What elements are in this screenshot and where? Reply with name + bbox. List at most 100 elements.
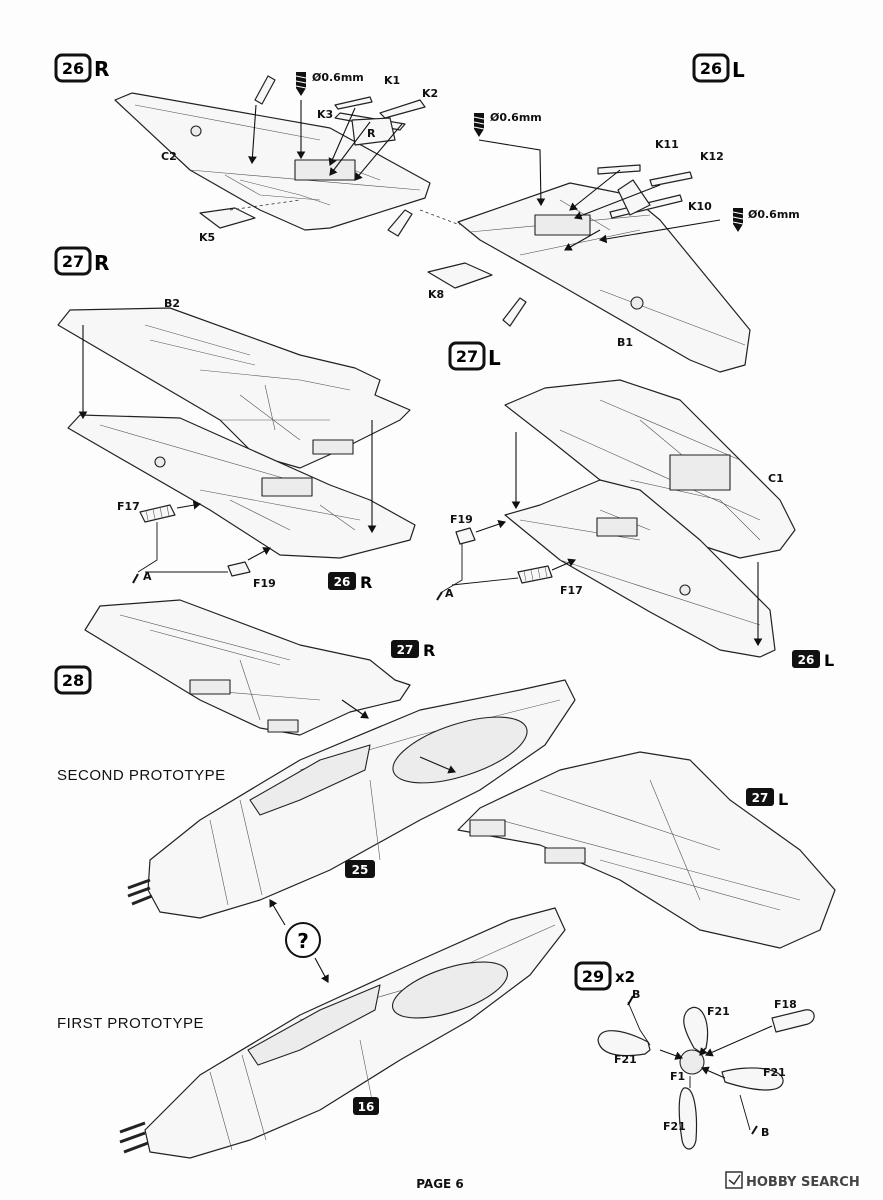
label-f21b: F21 — [614, 1053, 637, 1066]
label-f21c: F21 — [763, 1066, 786, 1079]
choice-question-icon — [285, 922, 321, 958]
propeller-blade-right — [721, 1067, 784, 1091]
label-num: 26 — [700, 59, 722, 78]
step-27r: 27 R B2 F17 F19 A 26 R — [54, 246, 416, 592]
label-k11: K11 — [655, 138, 679, 151]
step-29-badge: 29 x2 — [574, 961, 635, 991]
wheel-well-box-l — [534, 214, 591, 236]
label-b1: B1 — [617, 336, 633, 349]
ref-25-badge: 25 — [345, 860, 375, 878]
label-ba: B — [632, 988, 640, 1001]
label-f1: F1 — [670, 1070, 685, 1083]
fuselage-first-prototype — [144, 907, 566, 1159]
step-26r: 26 R R Ø0.6mm K1 K2 K3 C2 K5 — [54, 53, 438, 244]
ref-27r-badge: 27 R — [391, 640, 435, 660]
label-ab: A — [445, 587, 454, 600]
watermark: HOBBY SEARCH — [725, 1171, 860, 1190]
label-num: 26 — [62, 59, 84, 78]
label-watermark: HOBBY SEARCH — [746, 1175, 860, 1190]
wing-right-assembled — [84, 599, 411, 736]
part-flap-l — [502, 297, 527, 327]
cockpit-second — [249, 744, 371, 816]
label-num: 28 — [62, 671, 84, 690]
part-f17-exhaust — [139, 504, 176, 523]
label-k2: K2 — [422, 87, 438, 100]
step-26r-badge: 26 R — [54, 53, 109, 83]
part-k12 — [649, 171, 693, 187]
step-26l: 26 L Ø0.6mm Ø0.6mm K11 K12 K10 K8 B1 — [419, 53, 800, 373]
label-f21d: F21 — [663, 1120, 686, 1133]
label-suffix: x2 — [615, 968, 635, 986]
label-question: ? — [297, 929, 309, 953]
lower-well-box — [261, 477, 313, 497]
spinner-f18 — [771, 1009, 815, 1033]
label-num: 27 — [397, 643, 414, 657]
part-flap-bottom — [387, 209, 413, 237]
label-suffix: R — [94, 251, 109, 275]
propeller-blade-top — [683, 1006, 709, 1053]
label-aa: A — [143, 570, 152, 583]
label-num: 29 — [582, 967, 604, 986]
label-k5: K5 — [199, 231, 215, 244]
label-f17a: F17 — [117, 500, 140, 513]
part-f19-exhaust — [227, 561, 251, 577]
label-num: 26 — [798, 653, 815, 667]
label-f19b: F19 — [450, 513, 473, 526]
label-num: 27 — [62, 252, 84, 271]
page-number: PAGE 6 — [416, 1177, 464, 1191]
ref-16-badge: 16 — [353, 1097, 379, 1115]
step-28: 28 27 R 25 SECOND PROTOTYPE 2 — [54, 599, 836, 1159]
wing-lower-part-b1-assembled — [504, 479, 776, 658]
exhaust-stub-l — [469, 819, 506, 837]
lower-well-box-l — [596, 517, 638, 537]
label-k1: K1 — [384, 74, 400, 87]
part-k2 — [379, 99, 426, 119]
label-f17b: F17 — [560, 584, 583, 597]
step-27l: 27 L C1 F19 F17 A 26 L — [436, 341, 834, 670]
label-suffix: R — [360, 573, 372, 592]
wing-upper-part-c1 — [504, 379, 796, 559]
label-suffix: L — [778, 790, 788, 809]
step-29: 29 x2 B F21 F18 F21 F1 F21 F21 B — [574, 961, 815, 1150]
wing-lower-part-b1 — [457, 182, 751, 373]
label-k3: K3 — [317, 108, 333, 121]
dorsal-panel-first — [391, 961, 509, 1019]
step-27r-badge: 27 R — [54, 246, 109, 276]
label-f21a: F21 — [707, 1005, 730, 1018]
label-num: 25 — [352, 863, 369, 877]
drill-icon — [732, 208, 744, 232]
propeller-hub-f1 — [679, 1049, 705, 1075]
ref-26l-badge: 26 L — [792, 650, 834, 670]
label-d1: Ø0.6mm — [312, 71, 364, 84]
drill-icon — [295, 72, 307, 96]
intake-box — [312, 439, 354, 455]
label-d3: Ø0.6mm — [748, 208, 800, 221]
label-num: 16 — [358, 1100, 375, 1114]
label-num: 26 — [334, 575, 351, 589]
step-28-badge: 28 — [54, 665, 92, 695]
cockpit-first — [247, 984, 381, 1066]
label-f19a: F19 — [253, 577, 276, 590]
label-suffix: L — [824, 651, 834, 670]
label-k10: K10 — [688, 200, 712, 213]
label-num: 27 — [456, 347, 478, 366]
label-k12: K12 — [700, 150, 724, 163]
drill-icon — [473, 113, 485, 137]
ref-26r-badge: 26 R — [328, 572, 372, 592]
step-27l-badge: 27 L — [448, 341, 501, 371]
label-bb: B — [761, 1126, 769, 1139]
part-k11 — [597, 164, 641, 175]
label-k8: K8 — [428, 288, 444, 301]
part-k8 — [427, 262, 493, 289]
part-r-tab — [351, 117, 396, 146]
part-f17-l — [517, 565, 553, 584]
part-l-fin — [617, 179, 651, 216]
label-b2: B2 — [164, 297, 180, 310]
label-c2: C2 — [161, 150, 177, 163]
part-flap-top — [254, 75, 276, 105]
dorsal-panel — [392, 716, 528, 784]
label-c1: C1 — [768, 472, 784, 485]
label-d2: Ø0.6mm — [490, 111, 542, 124]
